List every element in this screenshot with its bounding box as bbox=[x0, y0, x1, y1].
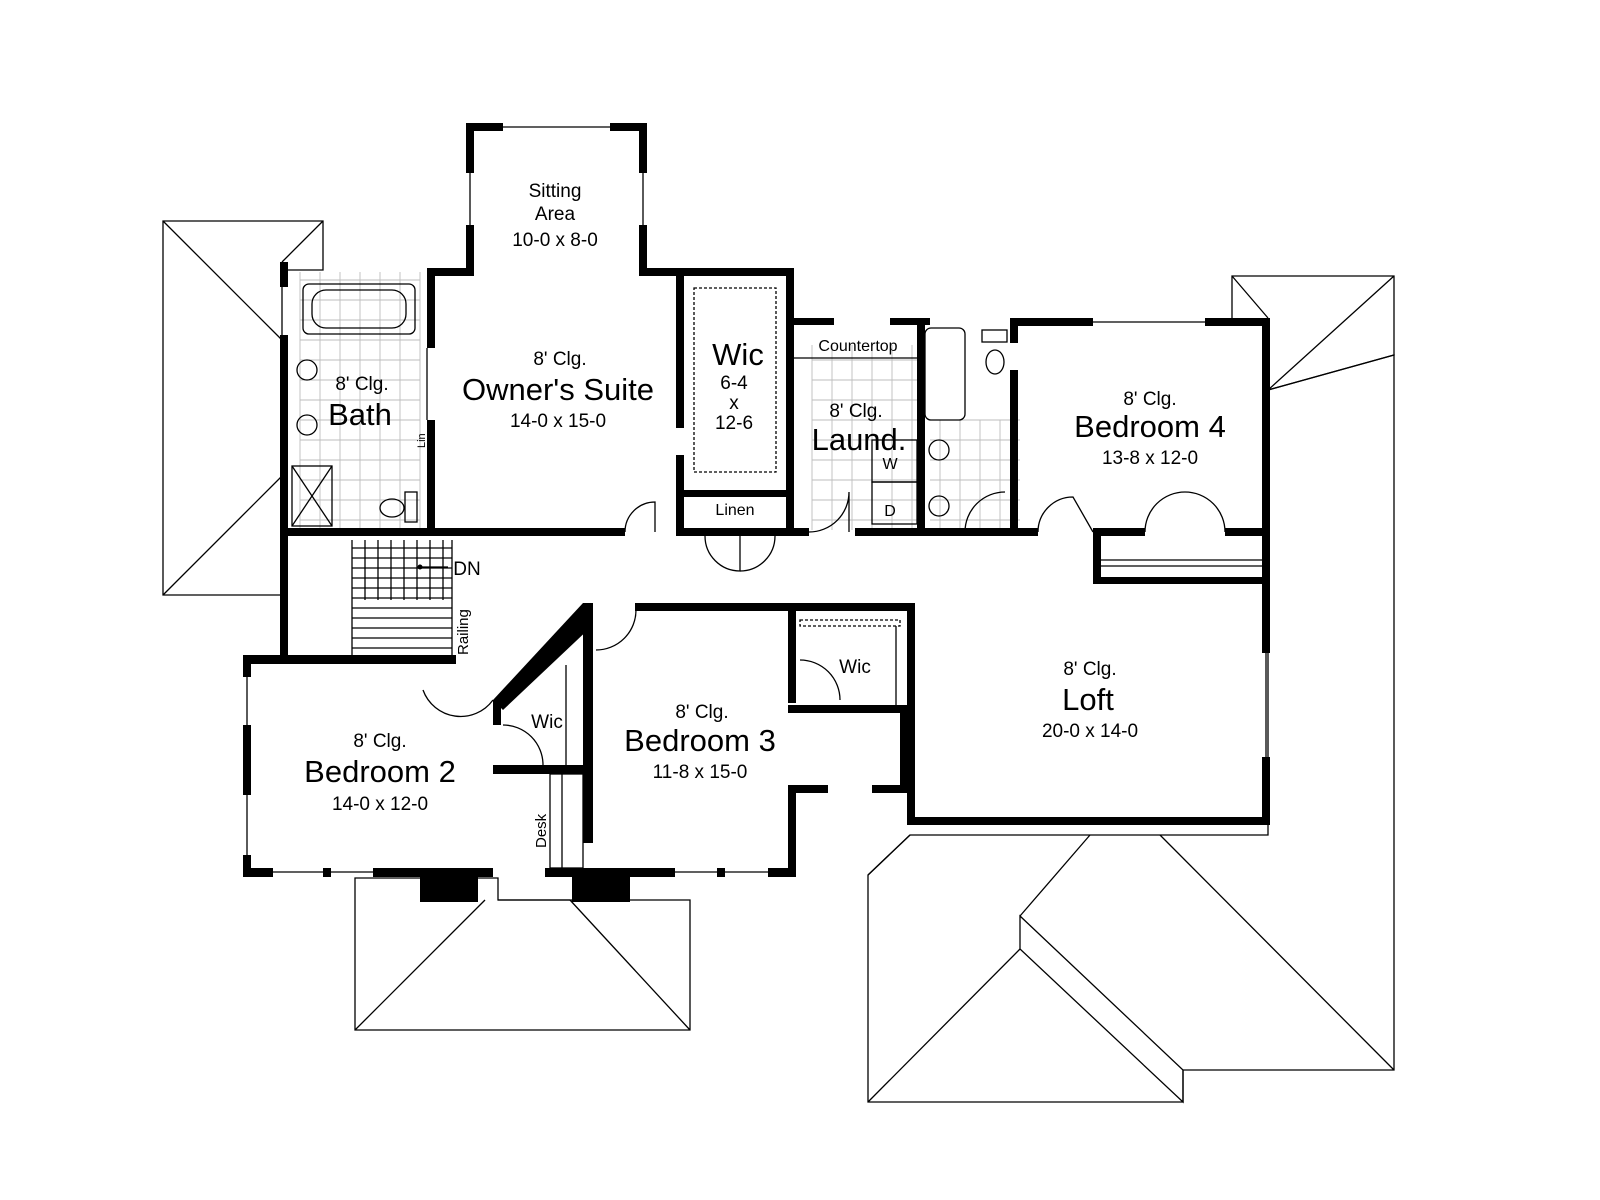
fixtures bbox=[246, 126, 1267, 873]
bath-tile bbox=[299, 272, 421, 530]
railing-label: Railing bbox=[455, 609, 472, 655]
laundry-ceiling: 8' Clg. bbox=[829, 401, 883, 422]
loft-ceiling: 8' Clg. bbox=[1063, 659, 1117, 680]
dryer-label: D bbox=[884, 503, 896, 520]
bedroom2-size: 14-0 x 12-0 bbox=[331, 794, 429, 815]
roof-right-top bbox=[1231, 275, 1395, 391]
bedroom4-ceiling: 8' Clg. bbox=[1123, 389, 1177, 410]
wic-owner-width: 6-4 bbox=[720, 373, 748, 394]
bedroom3-ceiling: 8' Clg. bbox=[675, 702, 729, 723]
owners-suite-size: 14-0 x 15-0 bbox=[509, 411, 607, 432]
laundry-name: Laund. bbox=[811, 422, 907, 457]
countertop-label: Countertop bbox=[818, 338, 898, 355]
linen-small-label: Lin bbox=[416, 433, 428, 448]
walls bbox=[243, 123, 1270, 902]
sitting-area-line2: Area bbox=[534, 204, 576, 225]
wic-bed3-label: Wic bbox=[839, 657, 871, 678]
wic-bed2-label: Wic bbox=[531, 712, 563, 733]
bath-ceiling: 8' Clg. bbox=[335, 374, 389, 395]
wic-owner-x: x bbox=[729, 393, 739, 414]
washer-label: W bbox=[882, 456, 898, 473]
bath2-tile bbox=[930, 419, 1020, 530]
roof-left bbox=[162, 220, 324, 596]
owners-suite-name: Owner's Suite bbox=[462, 372, 654, 407]
linen-label: Linen bbox=[715, 502, 755, 519]
bath-name: Bath bbox=[328, 397, 392, 432]
wic-owner-name: Wic bbox=[712, 337, 764, 372]
bedroom4-name: Bedroom 4 bbox=[1074, 409, 1226, 444]
roof-right-main bbox=[867, 354, 1395, 1104]
bedroom2-ceiling: 8' Clg. bbox=[353, 731, 407, 752]
stairs bbox=[351, 540, 453, 655]
sitting-area-size: 10-0 x 8-0 bbox=[512, 230, 598, 251]
bedroom3-name: Bedroom 3 bbox=[624, 723, 776, 758]
stairs-down-label: DN bbox=[453, 559, 481, 580]
loft-size: 20-0 x 14-0 bbox=[1041, 721, 1139, 742]
desk-label: Desk bbox=[533, 813, 550, 848]
roof-bottom-left bbox=[354, 877, 691, 1031]
bedroom4-size: 13-8 x 12-0 bbox=[1101, 448, 1199, 469]
bedroom3-size: 11-8 x 15-0 bbox=[652, 762, 748, 783]
loft-name: Loft bbox=[1062, 682, 1114, 717]
owners-suite-ceiling: 8' Clg. bbox=[533, 349, 587, 370]
sitting-area-line1: Sitting bbox=[528, 181, 582, 202]
bedroom2-name: Bedroom 2 bbox=[304, 754, 456, 789]
wic-owner-depth: 12-6 bbox=[714, 413, 754, 434]
laundry-tile bbox=[811, 345, 920, 530]
